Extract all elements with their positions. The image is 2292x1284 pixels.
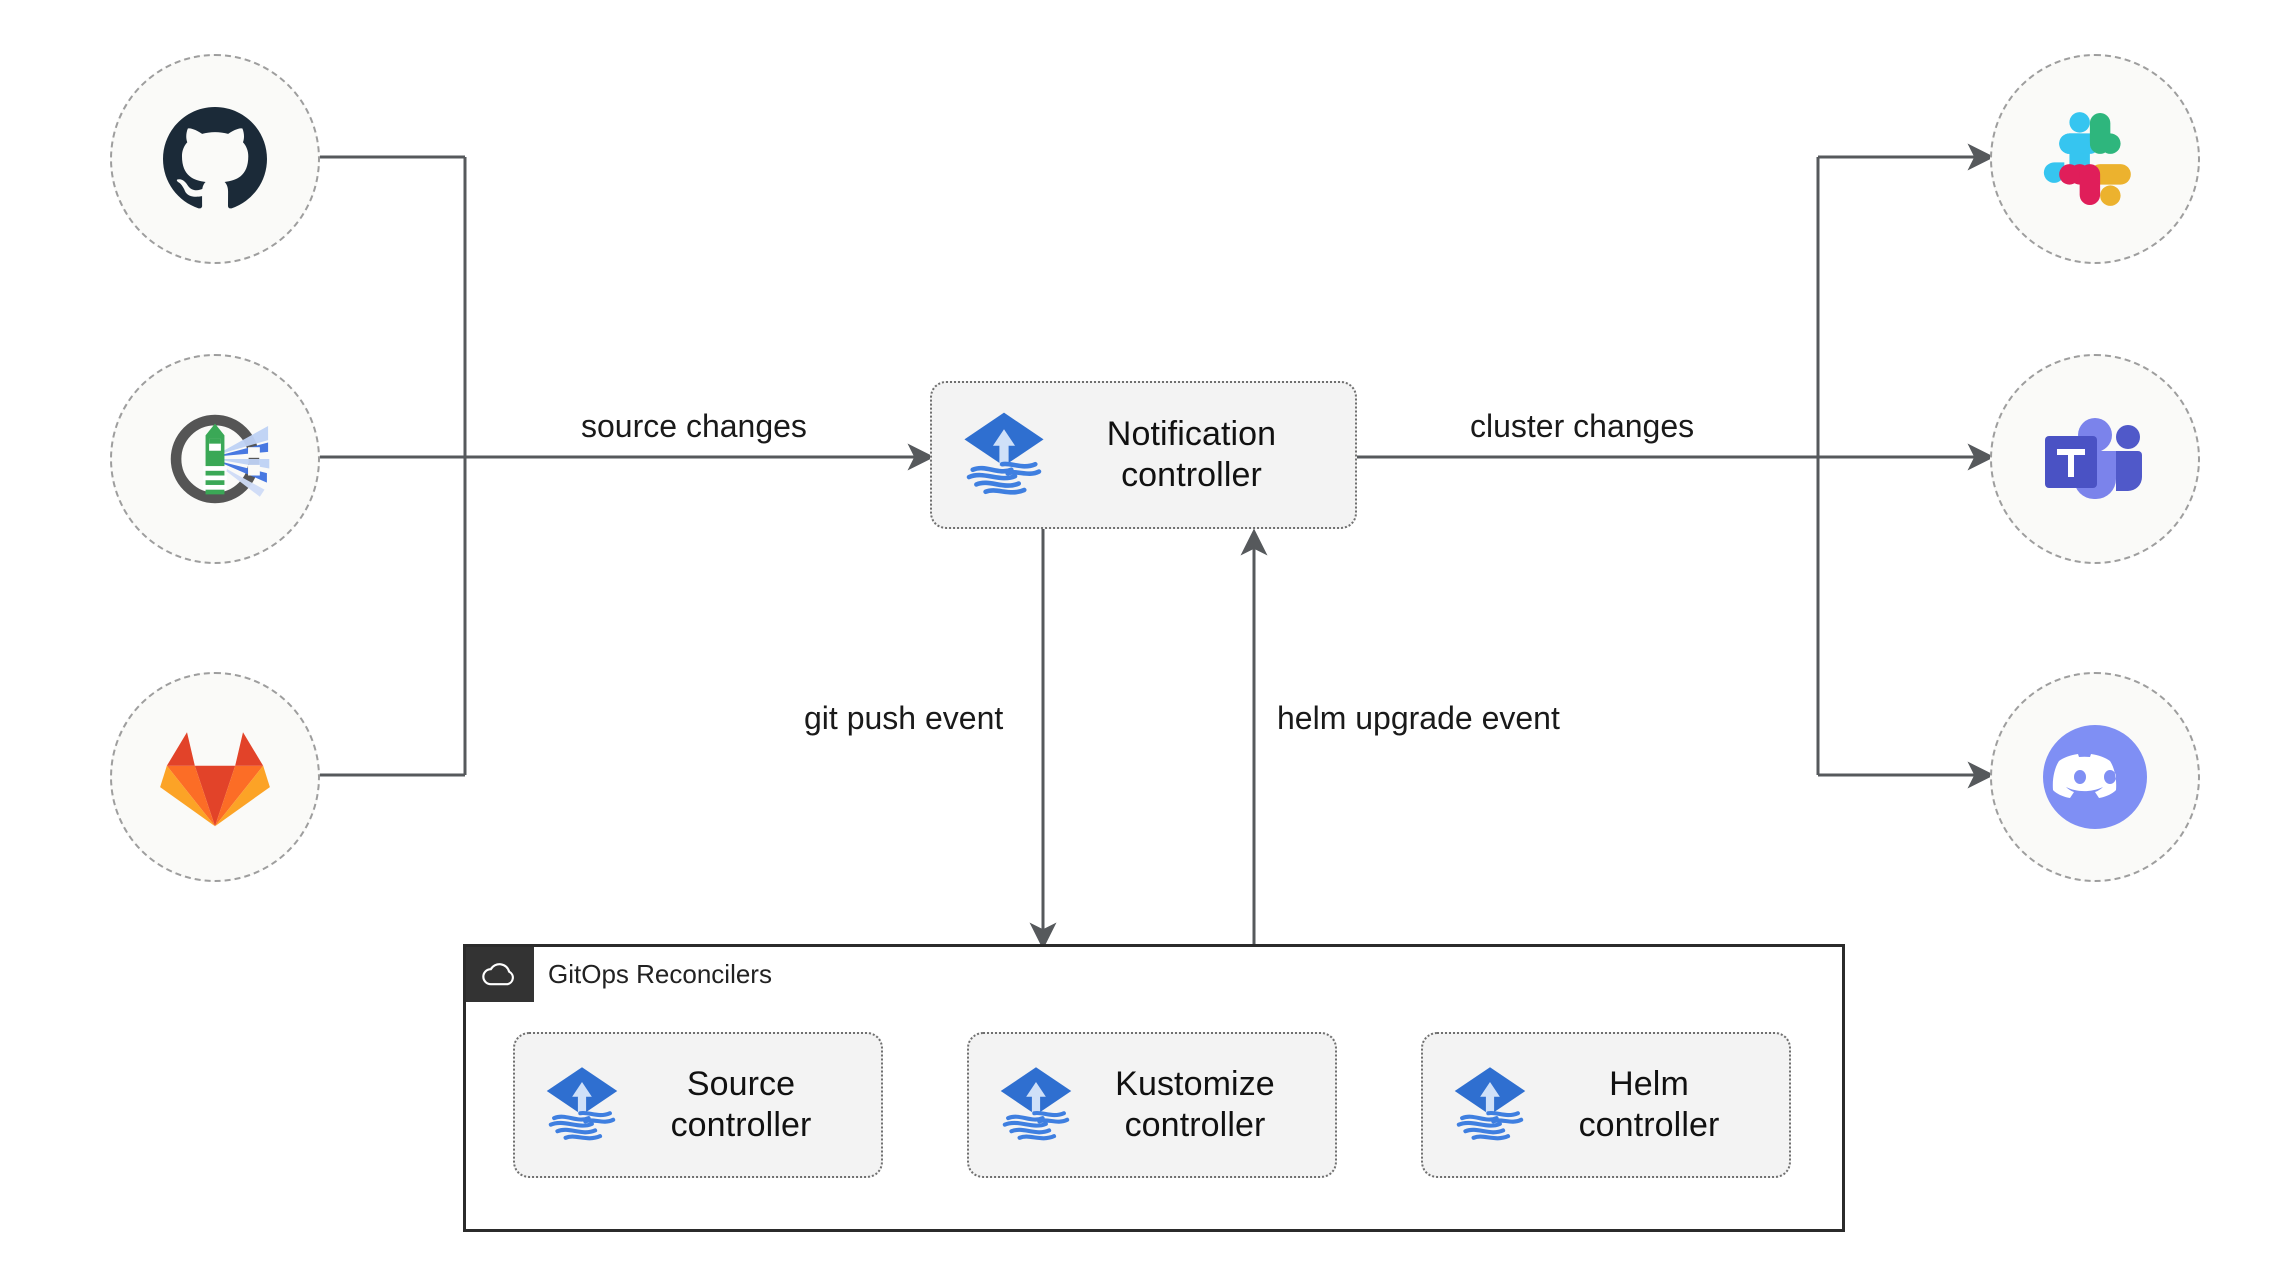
- discord-logo: [2043, 725, 2147, 829]
- microsoft-teams-logo: [2045, 418, 2142, 499]
- flux-logo: [1000, 1067, 1072, 1141]
- lighthouse-logo: [170, 414, 270, 504]
- source-node-github[interactable]: [110, 54, 320, 264]
- flux-logo: [1454, 1067, 1526, 1141]
- helm-controller-box[interactable]: Helm controller: [1421, 1032, 1791, 1178]
- kustomize-controller-box[interactable]: Kustomize controller: [967, 1032, 1337, 1178]
- source-controller-label: Source controller: [670, 1064, 812, 1144]
- target-node-slack[interactable]: [1990, 54, 2200, 264]
- gitops-group-title: GitOps Reconcilers: [548, 959, 772, 989]
- cloud-icon: [482, 962, 514, 985]
- notification-controller-label: Notification controller: [1106, 414, 1277, 494]
- flux-logo: [964, 412, 1044, 495]
- edge-label-source-changes: source changes: [581, 408, 807, 444]
- source-node-gitlab[interactable]: [110, 672, 320, 882]
- github-logo: [163, 107, 267, 209]
- kustomize-controller-label: Kustomize controller: [1115, 1064, 1275, 1144]
- flux-logo: [546, 1067, 618, 1141]
- target-node-discord[interactable]: [1990, 672, 2200, 882]
- source-node-lighthouse[interactable]: [110, 354, 320, 564]
- helm-controller-label: Helm controller: [1578, 1064, 1720, 1144]
- edge-label-helm-upgrade-event: helm upgrade event: [1277, 700, 1560, 736]
- gitlab-logo: [160, 732, 270, 827]
- edge-label-cluster-changes: cluster changes: [1470, 408, 1695, 444]
- gitops-group-tab: [466, 947, 534, 1002]
- notification-controller-box[interactable]: Notification controller: [930, 381, 1357, 529]
- slack-logo: [2043, 112, 2131, 206]
- edge-label-git-push-event: git push event: [804, 700, 1004, 736]
- target-node-teams[interactable]: [1990, 354, 2200, 564]
- source-controller-box[interactable]: Source controller: [513, 1032, 883, 1178]
